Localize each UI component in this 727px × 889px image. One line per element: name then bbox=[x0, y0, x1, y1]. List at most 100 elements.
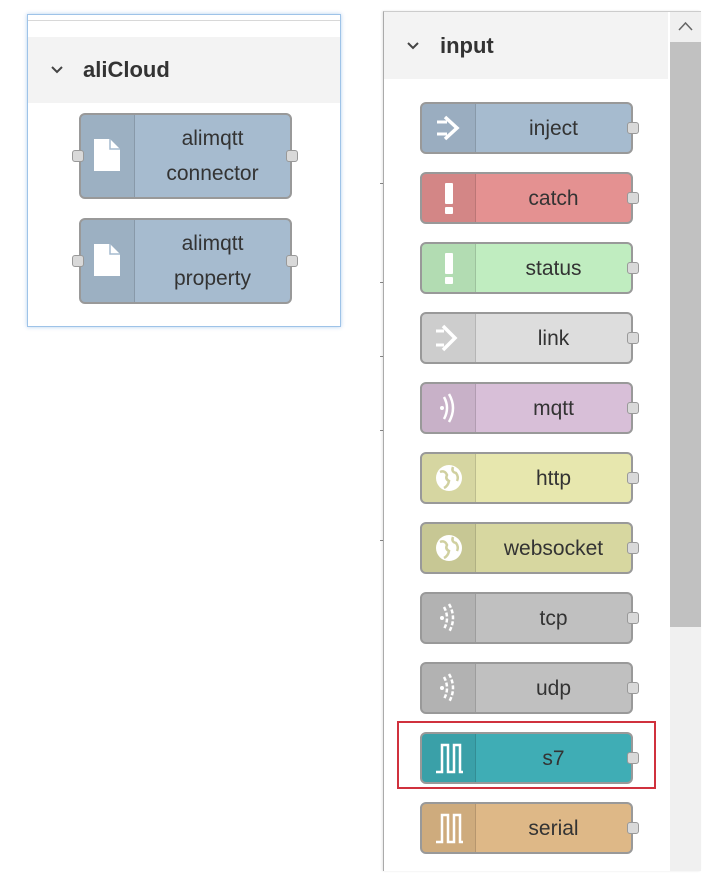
node-output-port bbox=[627, 682, 639, 694]
inject-arrow-icon bbox=[434, 113, 464, 143]
node-icon-area bbox=[422, 664, 475, 712]
palette-category-alicloud: aliCloud alimqtt connector alimqtt prope… bbox=[27, 14, 341, 327]
selection-highlight-box bbox=[397, 721, 656, 789]
node-divider bbox=[475, 454, 476, 502]
node-divider bbox=[134, 115, 135, 197]
palette-node-udp[interactable]: udp bbox=[420, 662, 633, 714]
node-icon-area bbox=[422, 174, 475, 222]
node-label: alimqtt property bbox=[135, 220, 290, 302]
node-output-port bbox=[627, 122, 639, 134]
scrollbar-thumb[interactable] bbox=[670, 42, 701, 627]
palette-node-mqtt[interactable]: mqtt bbox=[420, 382, 633, 434]
node-output-port bbox=[627, 402, 639, 414]
globe-icon bbox=[433, 462, 465, 494]
node-output-port bbox=[627, 752, 639, 764]
palette-node-status[interactable]: status bbox=[420, 242, 633, 294]
bridge-icon bbox=[434, 391, 464, 425]
node-output-port bbox=[286, 255, 298, 267]
node-label: alimqtt connector bbox=[135, 115, 290, 197]
category-title: input bbox=[440, 33, 494, 58]
palette-node-s7[interactable]: s7 bbox=[420, 732, 633, 784]
node-output-port bbox=[286, 150, 298, 162]
node-input-port bbox=[72, 150, 84, 162]
canvas-tick bbox=[380, 540, 384, 541]
palette-node-alimqtt-property[interactable]: alimqtt property bbox=[79, 218, 292, 304]
node-label-line: alimqtt bbox=[181, 127, 244, 150]
chevron-down-icon[interactable] bbox=[50, 63, 64, 77]
node-output-port bbox=[627, 262, 639, 274]
node-output-port bbox=[627, 472, 639, 484]
palette-node-tcp[interactable]: tcp bbox=[420, 592, 633, 644]
serial-icon bbox=[433, 741, 465, 775]
node-input-port bbox=[72, 255, 84, 267]
alert-icon bbox=[434, 251, 464, 285]
node-divider bbox=[475, 804, 476, 852]
node-label: s7 bbox=[542, 746, 565, 770]
canvas-tick bbox=[380, 183, 384, 184]
node-label: status bbox=[525, 256, 582, 280]
node-output-port bbox=[627, 612, 639, 624]
scroll-up-button[interactable] bbox=[670, 12, 701, 42]
node-label: tcp bbox=[539, 606, 568, 630]
node-icon-area bbox=[422, 314, 475, 362]
node-label: websocket bbox=[503, 536, 604, 560]
bridge-dash-icon bbox=[434, 601, 464, 635]
node-divider bbox=[475, 594, 476, 642]
panel-divider bbox=[28, 20, 340, 21]
palette-node-inject[interactable]: inject bbox=[420, 102, 633, 154]
node-label: catch bbox=[528, 186, 579, 210]
node-label-line: property bbox=[173, 267, 252, 290]
node-label: link bbox=[537, 326, 570, 350]
canvas-tick bbox=[380, 282, 384, 283]
node-output-port bbox=[627, 192, 639, 204]
file-icon bbox=[94, 244, 120, 276]
globe-icon bbox=[433, 532, 465, 564]
node-divider bbox=[475, 314, 476, 362]
bridge-dash-icon bbox=[434, 671, 464, 705]
palette-node-http[interactable]: http bbox=[420, 452, 633, 504]
palette-scrollbar[interactable] bbox=[670, 12, 701, 871]
node-icon-area bbox=[422, 594, 475, 642]
node-label: serial bbox=[528, 816, 579, 840]
category-header-input[interactable]: input bbox=[384, 12, 668, 79]
node-output-port bbox=[627, 542, 639, 554]
node-icon-area bbox=[422, 104, 475, 152]
palette-node-alimqtt-connector[interactable]: alimqtt connector bbox=[79, 113, 292, 199]
node-icon-area bbox=[422, 804, 475, 852]
chevron-down-icon[interactable] bbox=[406, 39, 420, 53]
file-icon bbox=[94, 139, 120, 171]
node-divider bbox=[475, 104, 476, 152]
node-label: http bbox=[535, 466, 572, 490]
category-header-alicloud[interactable]: aliCloud bbox=[28, 37, 340, 103]
alert-icon bbox=[434, 181, 464, 215]
node-label-line: alimqtt bbox=[181, 232, 244, 255]
palette-node-link[interactable]: link bbox=[420, 312, 633, 364]
node-icon-area bbox=[422, 524, 475, 572]
palette-node-serial[interactable]: serial bbox=[420, 802, 633, 854]
link-in-icon bbox=[434, 323, 464, 353]
palette-node-catch[interactable]: catch bbox=[420, 172, 633, 224]
node-divider bbox=[475, 384, 476, 432]
node-icon-area bbox=[422, 734, 475, 782]
node-icon-area bbox=[81, 115, 134, 197]
node-icon-area bbox=[422, 384, 475, 432]
node-divider bbox=[134, 220, 135, 302]
palette-category-input: input bbox=[383, 11, 701, 871]
node-output-port bbox=[627, 822, 639, 834]
node-icon-area bbox=[422, 244, 475, 292]
chevron-up-icon bbox=[678, 21, 693, 31]
category-title: aliCloud bbox=[83, 57, 170, 82]
node-divider bbox=[475, 244, 476, 292]
serial-icon bbox=[433, 811, 465, 845]
node-label: udp bbox=[535, 676, 572, 700]
node-divider bbox=[475, 524, 476, 572]
node-label: mqtt bbox=[533, 396, 574, 420]
node-icon-area bbox=[422, 454, 475, 502]
node-divider bbox=[475, 174, 476, 222]
node-label: inject bbox=[528, 116, 579, 140]
canvas-tick bbox=[380, 356, 384, 357]
palette-node-websocket[interactable]: websocket bbox=[420, 522, 633, 574]
node-divider bbox=[475, 734, 476, 782]
node-label-line: connector bbox=[166, 162, 259, 185]
node-icon-area bbox=[81, 220, 134, 302]
